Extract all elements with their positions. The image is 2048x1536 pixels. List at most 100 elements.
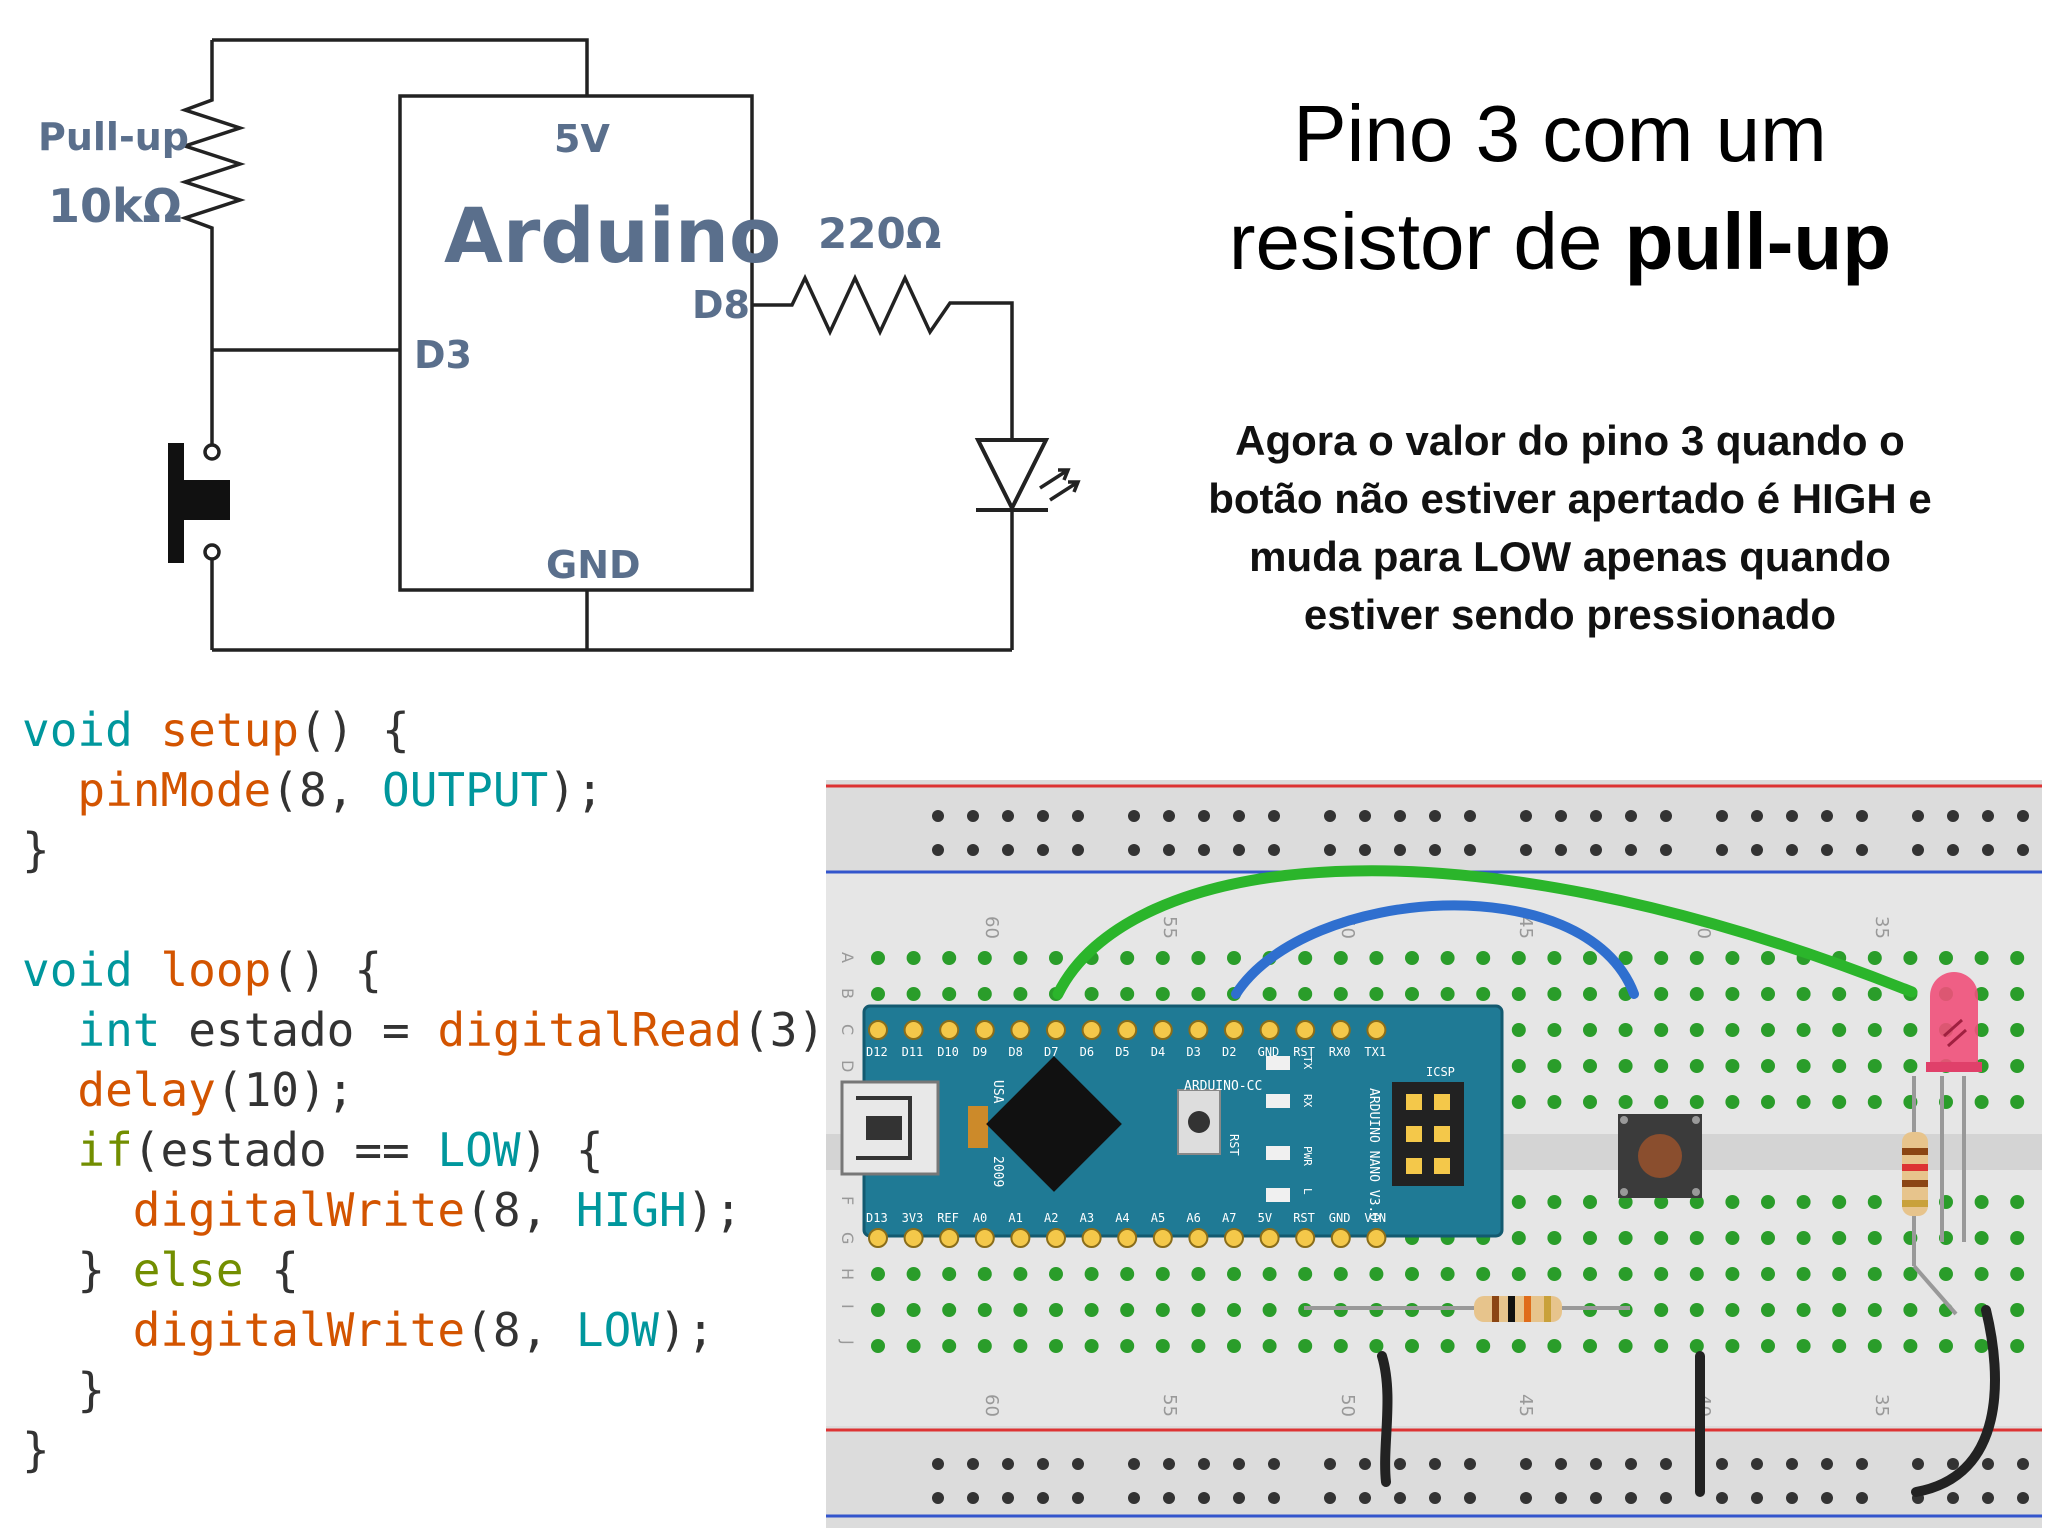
rail-hole	[1947, 1458, 1959, 1470]
description-line-2: botão não estiver apertado é HIGH e	[1208, 475, 1932, 522]
nano-pin-label: D5	[1115, 1045, 1129, 1059]
nano-usa-label: USA	[990, 1080, 1005, 1104]
terminal-hole	[1796, 1059, 1811, 1073]
rail-hole	[2017, 1492, 2029, 1504]
nano-pin-label: D8	[1008, 1045, 1022, 1059]
terminal-hole	[1867, 1231, 1882, 1245]
rail-hole	[1464, 844, 1476, 856]
terminal-hole	[1262, 1303, 1277, 1317]
nano-pin-label: D12	[866, 1045, 888, 1059]
rail-hole	[1233, 1458, 1245, 1470]
rail-hole	[1520, 1492, 1532, 1504]
rail-hole	[1394, 1492, 1406, 1504]
terminal-hole	[1369, 951, 1384, 965]
nano-pin	[1330, 1228, 1351, 1248]
terminal-hole	[1262, 987, 1277, 1001]
rail-hole	[1555, 810, 1567, 822]
terminal-hole	[1654, 1231, 1669, 1245]
terminal-hole	[1511, 1095, 1526, 1109]
terminal-hole	[871, 1339, 885, 1353]
code-line: }	[22, 823, 50, 877]
rail-hole	[1324, 1458, 1336, 1470]
terminal-hole	[1583, 1231, 1597, 1245]
terminal-hole	[1333, 1267, 1348, 1281]
terminal-hole	[2010, 951, 2025, 965]
rail-hole	[967, 1492, 979, 1504]
terminal-hole	[1547, 1231, 1562, 1245]
nano-pin	[1259, 1228, 1280, 1248]
terminal-hole	[1867, 1059, 1882, 1073]
rail-hole	[1464, 1492, 1476, 1504]
terminal-hole	[2010, 1339, 2025, 1353]
terminal-hole	[1369, 987, 1384, 1001]
terminal-hole	[1689, 987, 1704, 1001]
terminal-hole	[1013, 951, 1028, 965]
column-number: 50	[1337, 1394, 1358, 1417]
terminal-hole	[1903, 1059, 1918, 1073]
nano-pin-label: A6	[1186, 1211, 1200, 1225]
terminal-hole	[1155, 1303, 1170, 1317]
terminal-hole	[1583, 1195, 1597, 1209]
terminal-hole	[1618, 1267, 1633, 1281]
rail-hole	[1751, 844, 1763, 856]
rail-hole	[1072, 1458, 1084, 1470]
code-line: int estado = digitalRead(3);	[77, 1003, 853, 1057]
rail-hole	[2017, 844, 2029, 856]
rail-hole	[1751, 810, 1763, 822]
rail-hole	[1037, 1458, 1049, 1470]
nano-pin	[1188, 1228, 1209, 1248]
terminal-hole	[2010, 1231, 2025, 1245]
terminal-hole	[1618, 1231, 1633, 1245]
terminal-hole	[1120, 1339, 1135, 1353]
terminal-hole	[1333, 951, 1348, 965]
terminal-hole	[1689, 1303, 1704, 1317]
terminal-hole	[942, 1339, 957, 1353]
terminal-hole	[1761, 1339, 1775, 1353]
terminal-hole	[942, 951, 957, 965]
terminal-hole	[1903, 1023, 1918, 1037]
terminal-hole	[1547, 1095, 1562, 1109]
nano-pin	[1259, 1020, 1280, 1040]
terminal-hole	[1903, 951, 1918, 965]
terminal-hole	[1689, 1195, 1704, 1209]
rail-hole	[1429, 1458, 1441, 1470]
rail-hole	[1751, 1492, 1763, 1504]
terminal-hole	[1761, 1023, 1775, 1037]
column-number: 45	[1515, 1394, 1536, 1417]
nano-led-label: RX	[1301, 1094, 1314, 1108]
terminal-hole	[1939, 1339, 1953, 1353]
black-wire-3	[1911, 1305, 2000, 1497]
terminal-hole	[1725, 1267, 1740, 1281]
terminal-hole	[1974, 1339, 1989, 1353]
terminal-hole	[1120, 1267, 1135, 1281]
terminal-hole	[1547, 1023, 1562, 1037]
rail-hole	[1716, 844, 1728, 856]
nano-pin	[974, 1228, 995, 1248]
terminal-hole	[1618, 1195, 1633, 1209]
nano-pin	[1081, 1228, 1102, 1248]
terminal-hole	[871, 1267, 885, 1281]
terminal-hole	[1227, 1303, 1241, 1317]
rail-hole	[1198, 810, 1210, 822]
nano-pin	[1366, 1228, 1387, 1248]
nano-pin-label: D2	[1222, 1045, 1236, 1059]
terminal-hole	[1440, 951, 1455, 965]
nano-pin	[1295, 1228, 1316, 1248]
nano-pin-label: A5	[1151, 1211, 1165, 1225]
terminal-hole	[1155, 951, 1170, 965]
terminal-hole	[1761, 1267, 1775, 1281]
led-resistor	[752, 273, 1014, 440]
schematic-wires	[179, 38, 1081, 652]
nano-pin-label: GND	[1329, 1211, 1351, 1225]
rail-hole	[1268, 844, 1280, 856]
terminal-hole	[1511, 951, 1526, 965]
code-line: void setup() {	[22, 703, 410, 757]
terminal-hole	[1583, 1023, 1597, 1037]
terminal-hole	[1227, 1339, 1241, 1353]
column-number: 55	[1159, 1394, 1180, 1417]
nano-pin-label: D7	[1044, 1045, 1058, 1059]
terminal-hole	[1654, 1339, 1669, 1353]
arduino-nano: ARDUINO-CC ARDUINO NANO V3.0 USA 2009 RS…	[840, 1004, 1504, 1248]
terminal-hole	[1333, 987, 1348, 1001]
